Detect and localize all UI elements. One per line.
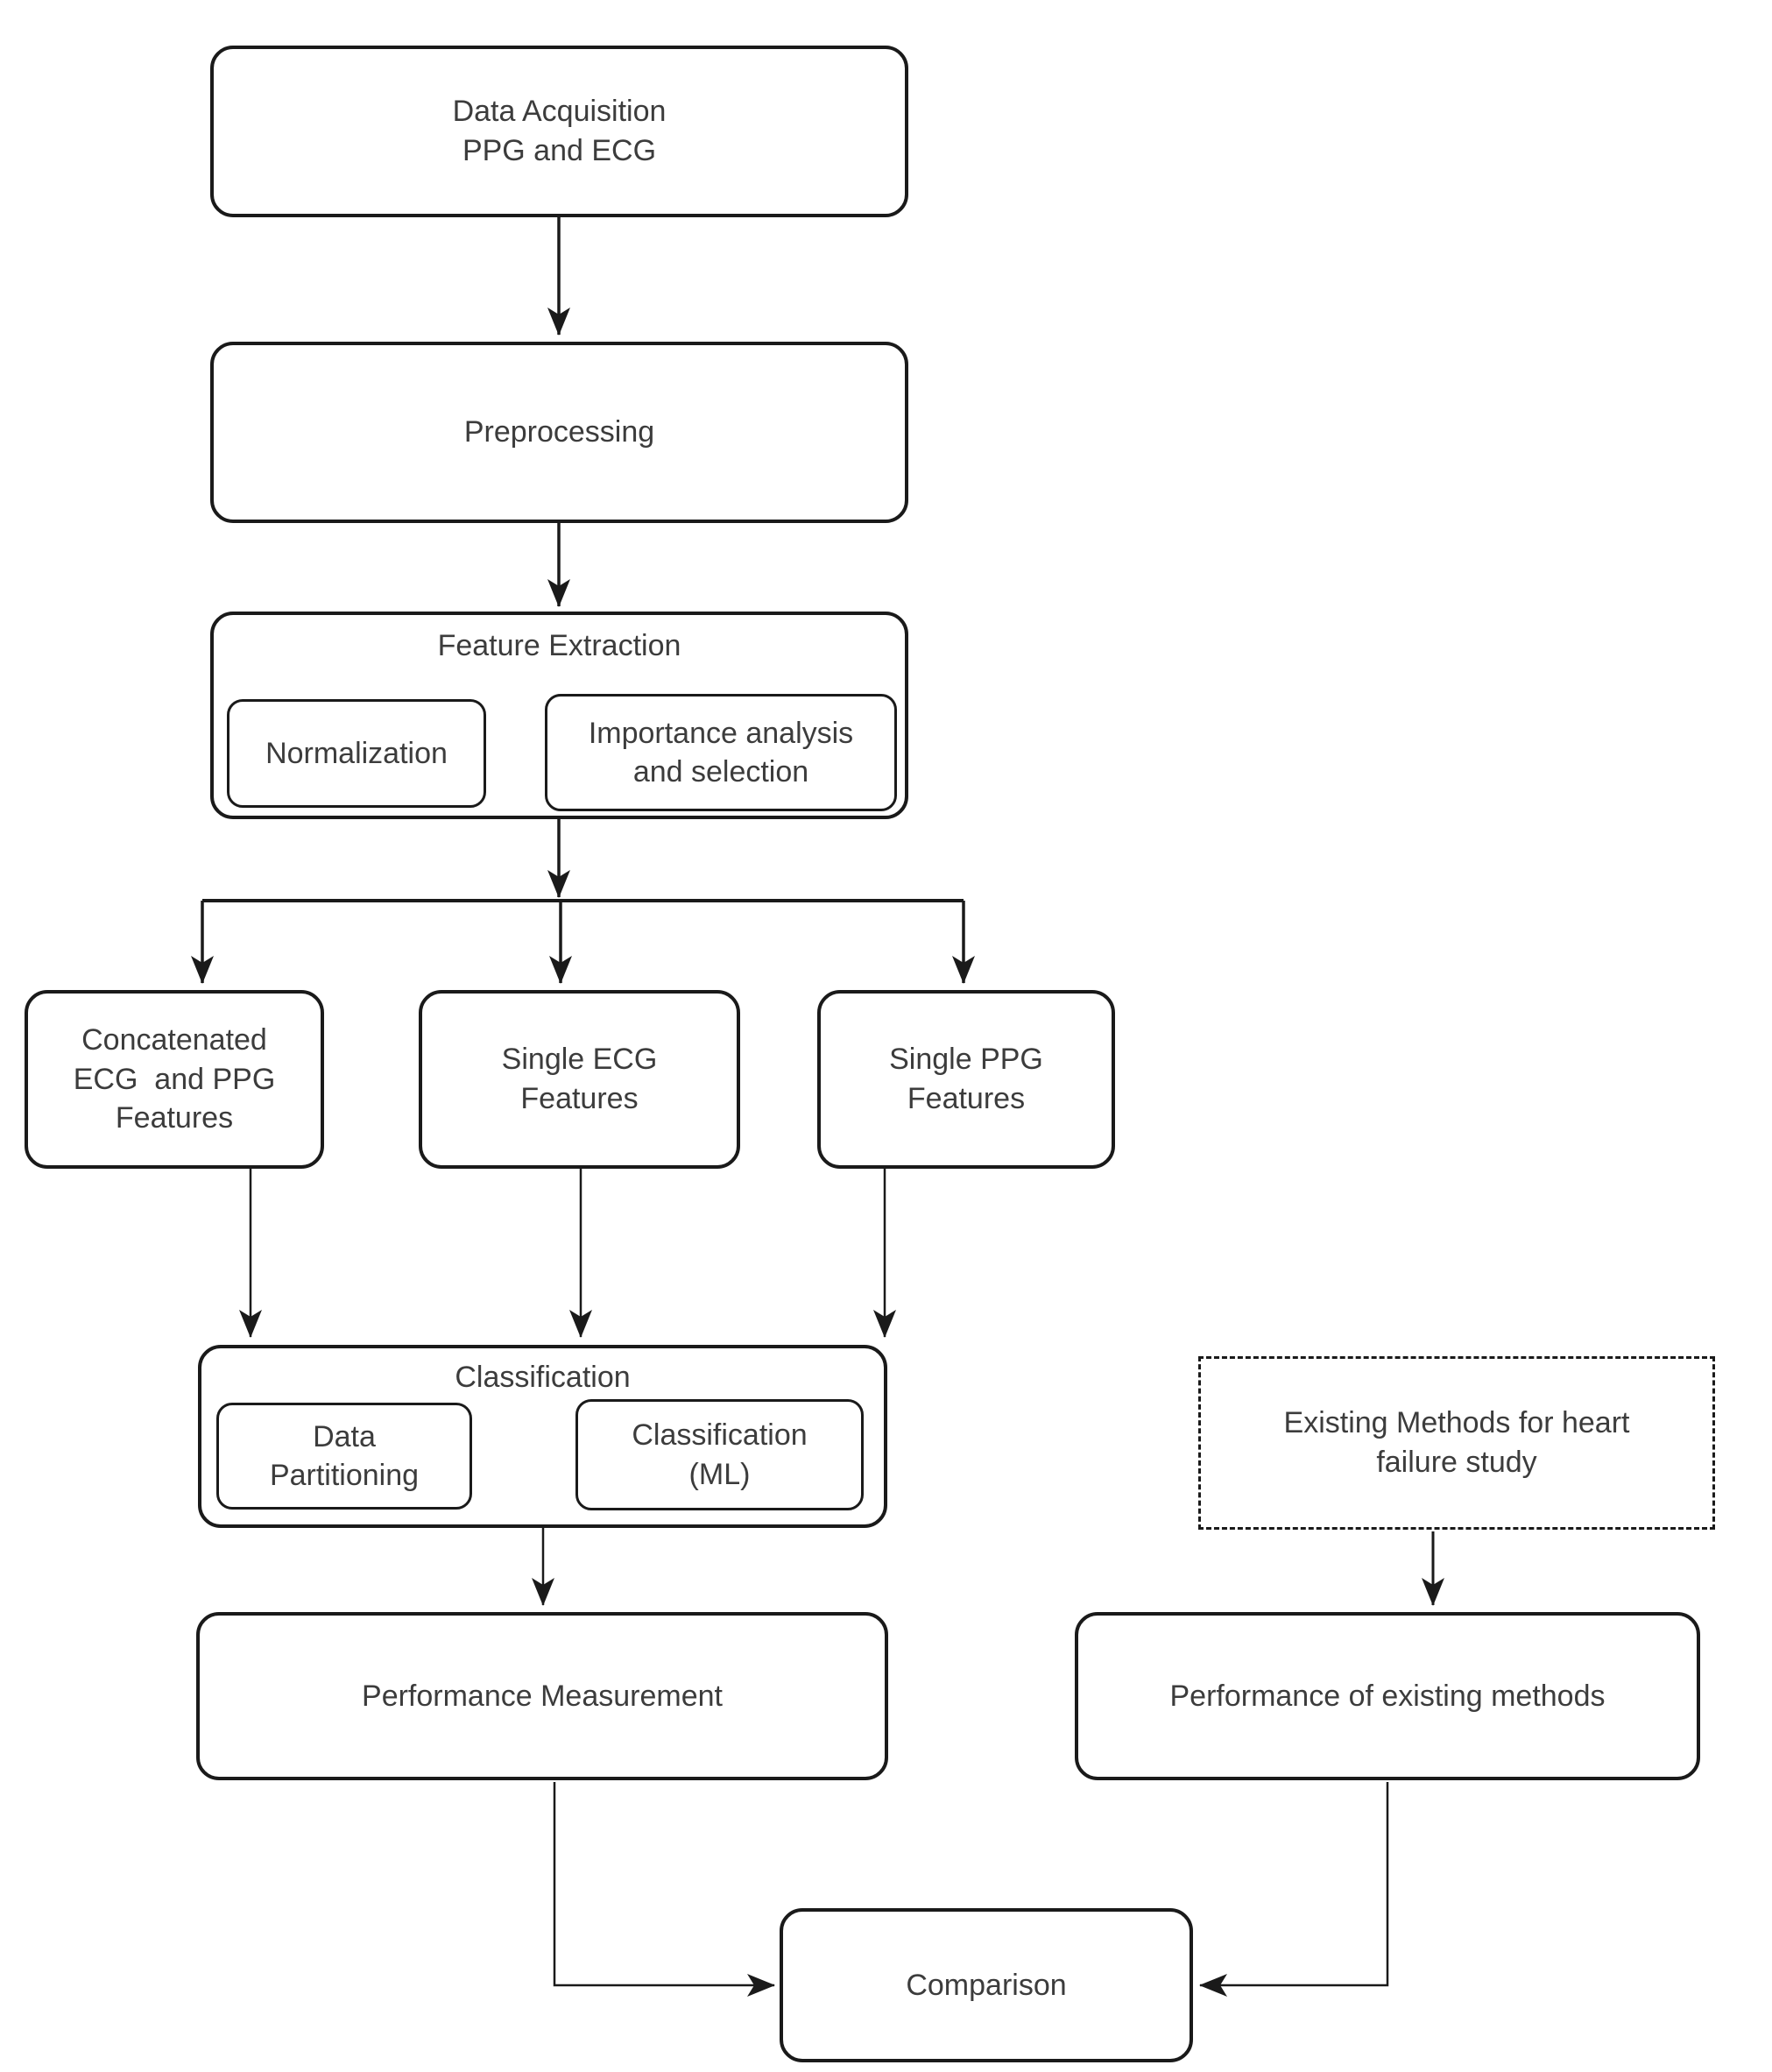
node-performance-measurement: Performance Measurement [196,1612,888,1780]
classification-title: Classification [455,1361,631,1394]
node-classification: Classification Data Partitioning Classif… [198,1345,887,1528]
arrow-feature-extraction-to-branch [202,819,964,902]
node-importance-analysis: Importance analysis and selection [545,694,897,811]
node-feature-extraction: Feature Extraction Normalization Importa… [210,612,908,819]
arrow-performance-measurement-to-comparison [553,1782,775,1997]
node-normalization: Normalization [227,699,486,808]
node-comparison: Comparison [780,1908,1193,2062]
node-single-ppg-features: Single PPG Features [817,990,1115,1169]
node-preprocessing: Preprocessing [210,342,908,523]
node-data-acquisition: Data Acquisition PPG and ECG [210,46,908,217]
node-concatenated-features: Concatenated ECG and PPG Features [25,990,324,1169]
node-data-partitioning: Data Partitioning [216,1403,472,1510]
node-classification-ml: Classification (ML) [575,1399,864,1510]
node-single-ecg-features: Single ECG Features [419,990,740,1169]
node-existing-methods: Existing Methods for heart failure study [1198,1356,1715,1530]
node-performance-existing-methods: Performance of existing methods [1075,1612,1700,1780]
arrow-performance-existing-to-comparison [1199,1782,1389,1997]
feature-extraction-title: Feature Extraction [437,629,681,662]
